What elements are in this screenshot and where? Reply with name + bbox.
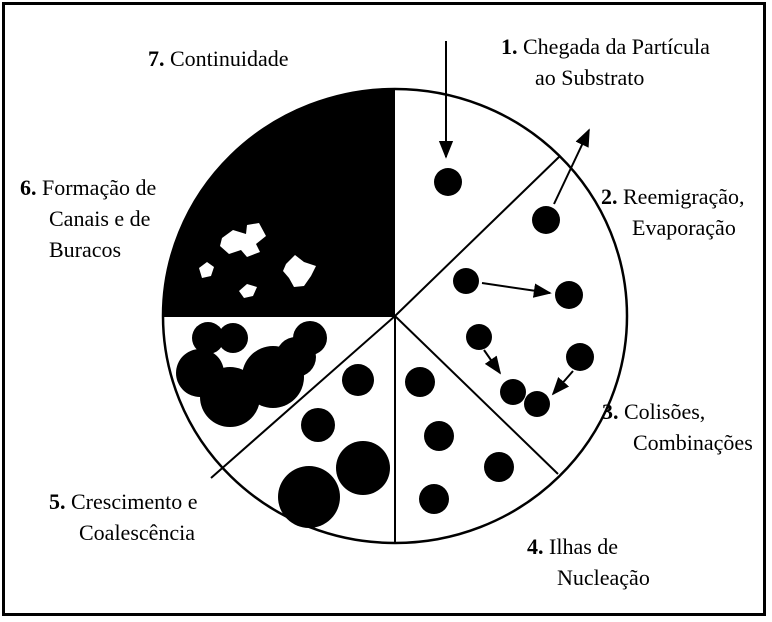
stage-1-line-2: ao Substrato [535,65,644,90]
stage-4-number: 4. [527,534,544,559]
stage-3-number: 3. [602,399,619,424]
arriving-particle [434,168,462,196]
collision-arrow-a [484,350,500,373]
collision-particle-b [566,343,594,371]
stage-4-label: 4. Ilhas de Nucleação [527,531,650,593]
stage-5-number: 5. [49,489,66,514]
reemitting-particle [532,206,560,234]
stage-6-label: 6. Formação de Canais e de Buracos [20,172,156,265]
stage-5-line-2: Coalescência [79,520,195,545]
stage-1-number: 1. [501,34,518,59]
stage-1-label: 1. Chegada da Partícula ao Substrato [501,31,710,93]
stage-2-line-2: Evaporação [632,215,736,240]
nucleation-islands [405,367,514,514]
stage-4-line-2: Nucleação [557,565,650,590]
stage-5-label: 5. Crescimento e Coalescência [49,486,197,548]
migration-arrow [482,283,550,293]
stage-3-line-2: Combinações [633,430,753,455]
stage-4-line-1: Ilhas de [549,534,618,559]
stage-2-label: 2. Reemigração, Evaporação [601,181,745,243]
coalesced-cluster [176,321,327,427]
migrating-particle-start [453,268,479,294]
stage-6-line-2: Canais e de [49,206,150,231]
sector-7-continuity [163,89,395,316]
stage-7-label: 7. Continuidade [148,43,289,74]
collision-particle-a [466,324,492,350]
stage-6-line-1: Formação de [42,175,156,200]
stage-7-number: 7. [148,46,165,71]
stage-1-line-1: Chegada da Partícula [523,34,710,59]
combined-particle-b [524,391,550,417]
stage-6-number: 6. [20,175,37,200]
stage-7-line-1: Continuidade [170,46,289,71]
stage-3-line-1: Colisões, [624,399,705,424]
evaporation-arrow [554,130,589,204]
stage-5-line-1: Crescimento e [71,489,197,514]
stage-6-line-3: Buracos [49,237,121,262]
collision-arrow-b [553,371,573,394]
stage-3-label: 3. Colisões, Combinações [602,396,753,458]
migrating-particle-end [555,281,583,309]
stage-2-line-1: Reemigração, [623,184,745,209]
combined-particle-a [500,379,526,405]
stage-2-number: 2. [601,184,618,209]
